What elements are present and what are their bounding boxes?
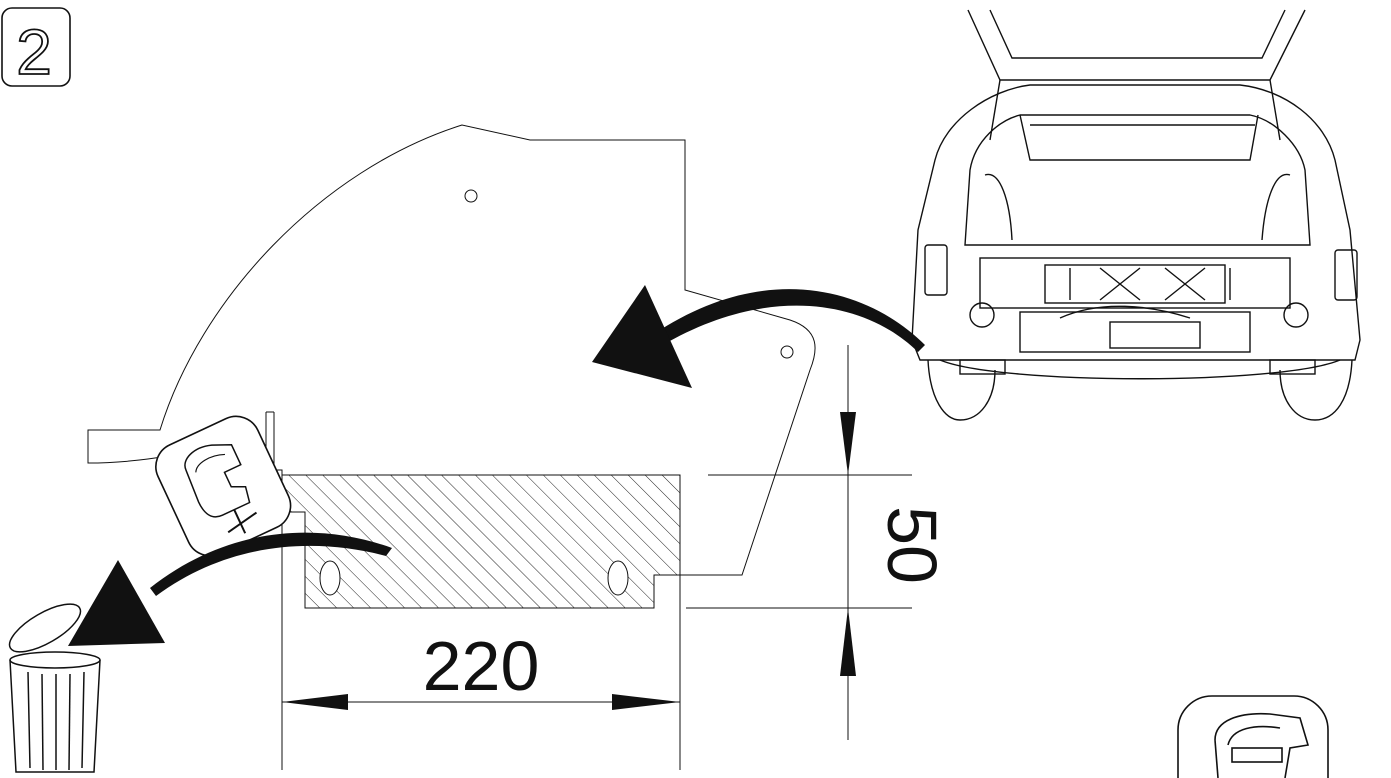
slot-left — [319, 560, 341, 596]
slot-right — [607, 560, 629, 596]
height-dimension-label: 50 — [873, 506, 951, 584]
transfer-arrow-icon — [592, 285, 925, 388]
width-dimension-label: 220 — [423, 627, 540, 705]
mounting-hole-top — [464, 189, 478, 203]
car-rear-view-icon — [911, 9, 1361, 421]
arrow-up — [840, 608, 856, 676]
step-number-badge: 2 — [1, 7, 71, 89]
mounting-hole-right — [780, 345, 794, 359]
height-dimension — [686, 345, 912, 740]
width-dimension — [282, 694, 680, 710]
arrow-right — [612, 694, 680, 710]
discard-arrow-icon — [68, 532, 392, 646]
step-number: 2 — [16, 16, 52, 88]
corner-jigsaw-tool-icon — [1177, 695, 1329, 778]
trash-bin-icon — [8, 603, 101, 773]
arrow-down — [840, 412, 856, 475]
cut-out-area — [281, 474, 681, 609]
arrow-left — [282, 694, 348, 710]
